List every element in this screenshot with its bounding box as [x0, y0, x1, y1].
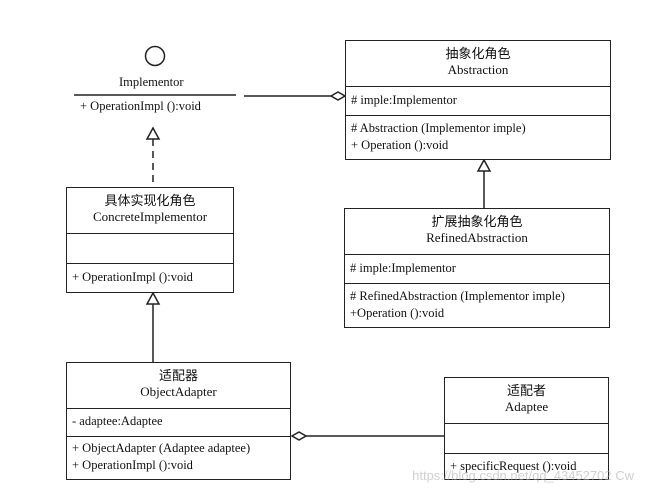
aggregation-diamond-icon: [290, 431, 308, 441]
refined-abstraction-title: RefinedAbstraction: [426, 230, 528, 245]
abstraction-title: Abstraction: [447, 62, 509, 77]
adaptee-operation: + specificRequest ():void: [450, 459, 577, 473]
refined-abstraction-class[interactable]: 扩展抽象化角色 RefinedAbstraction # imple:Imple…: [344, 208, 610, 328]
abstraction-operation: # Abstraction (Implementor imple): [351, 121, 526, 135]
object-adapter-header: 适配器 ObjectAdapter: [67, 363, 290, 409]
refined-abstraction-cn-title: 扩展抽象化角色: [431, 214, 523, 229]
object-adapter-attributes: - adaptee:Adaptee: [67, 409, 290, 437]
abstraction-attribute: # imple:Implementor: [351, 93, 457, 107]
refined-abstraction-attribute: # imple:Implementor: [350, 261, 456, 275]
concrete-implementor-attributes: [67, 234, 233, 264]
abstraction-cn-title: 抽象化角色: [445, 46, 511, 61]
abstraction-operation: + Operation ():void: [351, 138, 449, 152]
concrete-implementor-title: ConcreteImplementor: [92, 209, 208, 224]
interface-lollipop-icon: [144, 45, 166, 67]
refined-abstraction-operations: # RefinedAbstraction (Implementor imple)…: [345, 284, 609, 322]
realization-triangle-icon: [145, 126, 161, 140]
refined-abstraction-operation: # RefinedAbstraction (Implementor imple): [350, 289, 565, 303]
object-adapter-operations: + ObjectAdapter (Adaptee adaptee) + Oper…: [67, 437, 290, 474]
refined-abstraction-attributes: # imple:Implementor: [345, 255, 609, 284]
adaptee-cn-title: 适配者: [506, 383, 546, 398]
generalization-triangle-icon: [145, 291, 161, 305]
object-adapter-cn-title: 适配器: [158, 368, 198, 383]
object-adapter-class[interactable]: 适配器 ObjectAdapter - adaptee:Adaptee + Ob…: [66, 362, 291, 480]
aggregation-diamond-icon: [329, 91, 347, 101]
abstraction-attributes: # imple:Implementor: [346, 87, 610, 116]
adaptee-operations: + specificRequest ():void: [445, 454, 608, 475]
concrete-implementor-operation: + OperationImpl ():void: [72, 270, 193, 284]
abstraction-class[interactable]: 抽象化角色 Abstraction # imple:Implementor # …: [345, 40, 611, 160]
abstraction-header: 抽象化角色 Abstraction: [346, 41, 610, 87]
object-adapter-attribute: - adaptee:Adaptee: [72, 414, 163, 428]
concrete-implementor-header: 具体实现化角色 ConcreteImplementor: [67, 188, 233, 234]
adaptee-header: 适配者 Adaptee: [445, 378, 608, 424]
adaptee-title: Adaptee: [504, 399, 549, 414]
concrete-implementor-class[interactable]: 具体实现化角色 ConcreteImplementor + OperationI…: [66, 187, 234, 293]
concrete-implementor-cn-title: 具体实现化角色: [104, 193, 196, 208]
adaptee-attributes: [445, 424, 608, 454]
abstraction-operations: # Abstraction (Implementor imple) + Oper…: [346, 116, 610, 154]
implementor-operation: + OperationImpl ():void: [80, 99, 201, 113]
generalization-triangle-icon: [476, 158, 492, 172]
refined-abstraction-header: 扩展抽象化角色 RefinedAbstraction: [345, 209, 609, 255]
adaptee-class[interactable]: 适配者 Adaptee + specificRequest ():void: [444, 377, 609, 480]
watermark: https://blog.csdn.net/qq_43452702 Cw: [412, 468, 634, 483]
concrete-implementor-operations: + OperationImpl ():void: [67, 264, 233, 286]
refined-abstraction-operation: +Operation ():void: [350, 306, 445, 320]
object-adapter-title: ObjectAdapter: [140, 384, 217, 399]
implementor-name: Implementor: [119, 75, 184, 89]
object-adapter-operation: + OperationImpl ():void: [72, 458, 193, 472]
object-adapter-operation: + ObjectAdapter (Adaptee adaptee): [72, 441, 251, 455]
